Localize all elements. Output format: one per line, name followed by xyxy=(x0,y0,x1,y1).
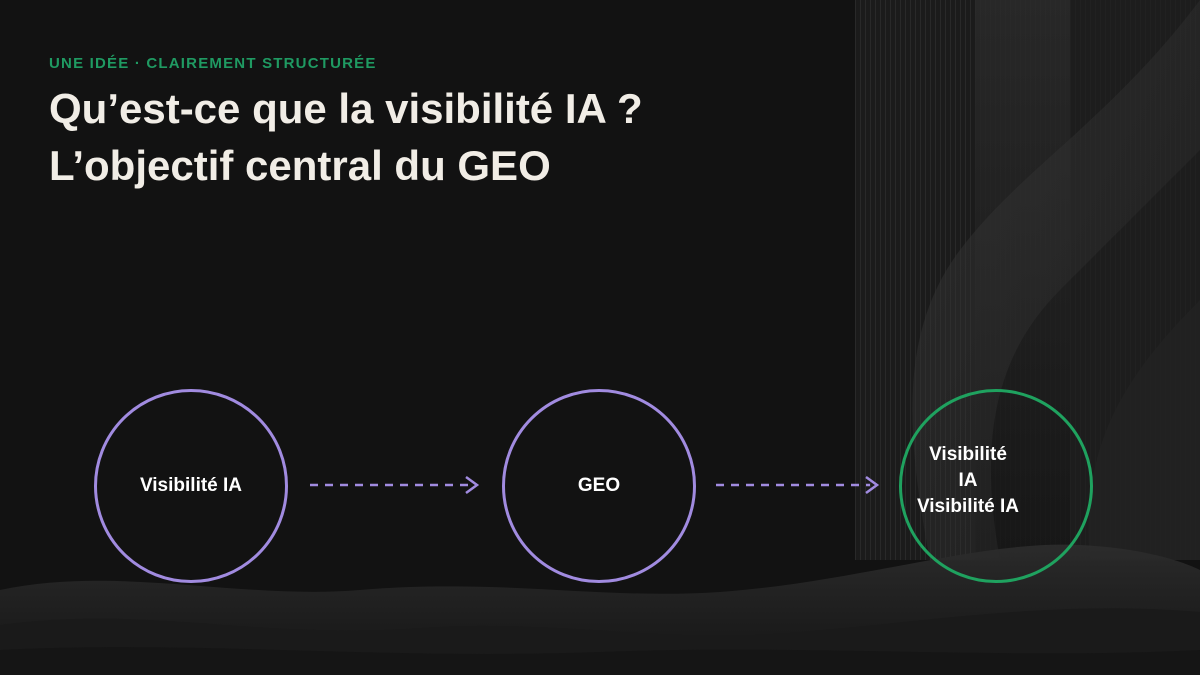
node-label: GEO xyxy=(577,475,621,496)
node-geo: GEO xyxy=(502,389,696,583)
node-label-line: Visibilité IA xyxy=(916,496,1020,517)
node-label-line: IA xyxy=(958,470,978,491)
node-label: Visibilité IA Visibilité IA xyxy=(917,442,1019,520)
slide-title: Qu’est-ce que la visibilité IA ? L’objec… xyxy=(49,85,643,189)
node-result: Visibilité IA Visibilité IA xyxy=(899,389,1093,583)
node-visibilite-ia: Visibilité IA xyxy=(94,389,288,583)
node-label-line: Visibilité xyxy=(929,444,1007,465)
node-label: Visibilité IA xyxy=(139,475,243,496)
section-kicker: UNE IDÉE · CLAIREMENT STRUCTURÉE xyxy=(49,55,377,72)
